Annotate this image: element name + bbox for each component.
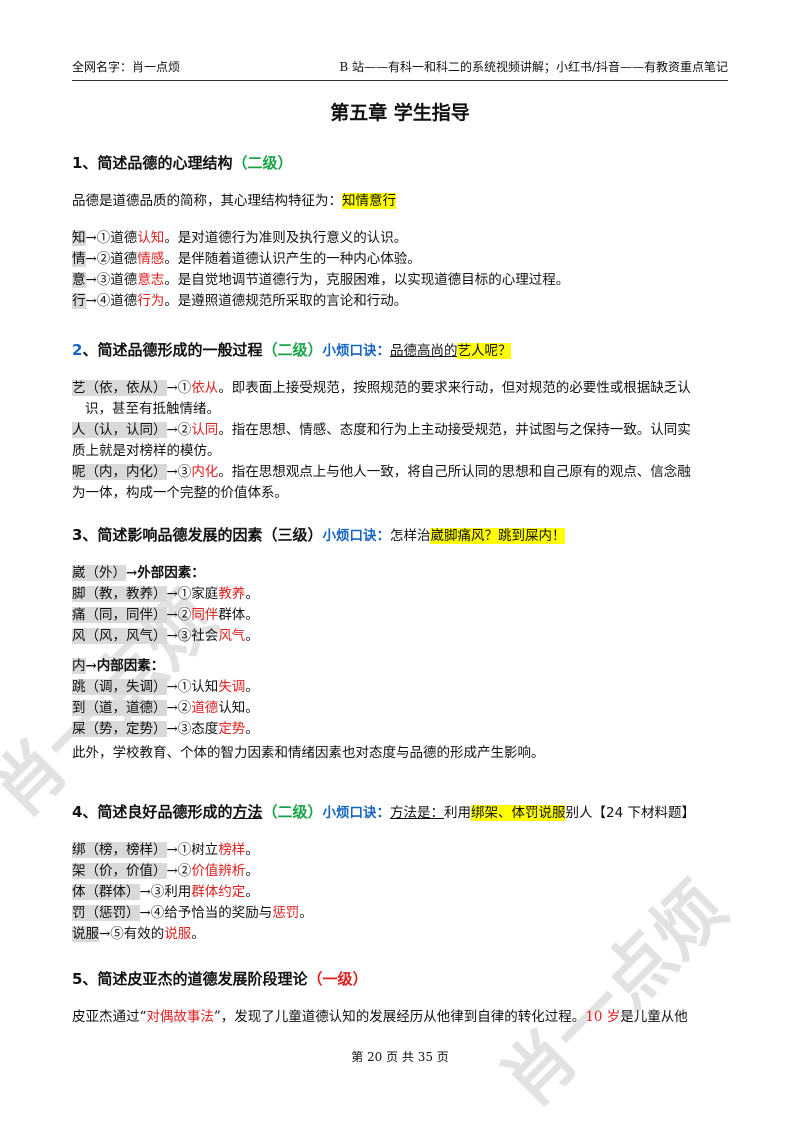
list-item: 痛（同，同伴）→②同伴群体。 bbox=[72, 607, 259, 623]
page-header: 全网名字：肖一点烦 B 站——有科一和科二的系统视频讲解；小红书/抖音——有教资… bbox=[72, 58, 728, 81]
header-left: 全网名字：肖一点烦 bbox=[72, 60, 181, 74]
section-5-text: 皮亚杰通过“对偶故事法”，发现了儿童道德认知的发展经历从他律到自律的转化过程。1… bbox=[72, 1009, 688, 1025]
header-right: B 站——有科一和科二的系统视频讲解；小红书/抖音——有教资重点笔记 bbox=[339, 60, 728, 74]
section-5-heading: 5、简述皮亚杰的道德发展阶段理论（一级） bbox=[72, 970, 368, 988]
list-item-cont: 质上就是对榜样的模仿。 bbox=[72, 443, 221, 459]
list-item: 呢（内，内化）→③内化。指在思想观点上与他人一致，将自己所认同的思想和自己原有的… bbox=[72, 464, 691, 480]
list-item: 绑（榜，榜样）→①树立榜样。 bbox=[72, 842, 259, 858]
list-item: 罚（惩罚）→④给予恰当的奖励与惩罚。 bbox=[72, 905, 313, 921]
list-item: 行→④道德行为。是遵照道德规范所采取的言论和行动。 bbox=[72, 293, 408, 309]
section-3-note: 此外，学校教育、个体的智力因素和情绪因素也对态度与品德的形成产生影响。 bbox=[72, 745, 545, 761]
list-item-cont: 识，甚至有抵触情绪。 bbox=[85, 401, 220, 417]
list-item: 知→①道德认知。是对道德行为准则及执行意义的认识。 bbox=[72, 230, 408, 246]
section-1-heading: 1、简述品德的心理结构（二级） bbox=[72, 154, 293, 172]
section-3-heading: 3、简述影响品德发展的因素（三级）小烦口诀：怎样治崴脚痛风？跳到屎内！ bbox=[72, 526, 566, 544]
list-item: 风（风，风气）→③社会风气。 bbox=[72, 628, 259, 644]
list-item: 崴（外）→外部因素： bbox=[72, 565, 205, 581]
list-item: 体（群体）→③利用群体约定。 bbox=[72, 884, 259, 900]
section-2-heading: 2、简述品德形成的一般过程（二级）小烦口诀：品德高尚的艺人呢？ bbox=[72, 341, 512, 359]
section-1-list: 知→①道德认知。是对道德行为准则及执行意义的认识。 情→②道德情感。是伴随着道德… bbox=[72, 228, 732, 312]
list-item: 架（价，价值）→②价值辨析。 bbox=[72, 863, 259, 879]
list-item: 屎（势，定势）→③态度定势。 bbox=[72, 721, 259, 737]
list-item: 人（认，认同）→②认同。指在思想、情感、态度和行为上主动接受规范，并试图与之保持… bbox=[72, 422, 691, 438]
list-item: 情→②道德情感。是伴随着道德认识产生的一种内心体验。 bbox=[72, 251, 421, 267]
section-3-internal: 内→内部因素： 跳（调，失调）→①认知失调。 到（道，道德）→②道德认知。 屎（… bbox=[72, 656, 732, 740]
list-item: 内→内部因素： bbox=[72, 658, 165, 674]
list-item: 脚（教，教养）→①家庭教养。 bbox=[72, 586, 259, 602]
list-item: 到（道，道德）→②道德认知。 bbox=[72, 700, 259, 716]
chapter-title: 第五章 学生指导 bbox=[330, 102, 470, 124]
list-item: 跳（调，失调）→①认知失调。 bbox=[72, 679, 259, 695]
section-1-intro: 品德是道德品质的简称，其心理结构特征为：知情意行 bbox=[72, 193, 396, 209]
section-4-list: 绑（榜，榜样）→①树立榜样。 架（价，价值）→②价值辨析。 体（群体）→③利用群… bbox=[72, 840, 732, 945]
list-item: 艺（依，依从）→①依从。即表面上接受规范，按照规范的要求来行动，但对规范的必要性… bbox=[72, 380, 691, 396]
list-item: 说服→⑤有效的说服。 bbox=[72, 926, 205, 942]
section-4-heading: 4、简述良好品德形成的方法（二级）小烦口诀：方法是：利用绑架、体罚说服别人【24… bbox=[72, 803, 695, 821]
list-item: 意→③道德意志。是自觉地调节道德行为，克服困难，以实现道德目标的心理过程。 bbox=[72, 272, 570, 288]
section-3-external: 崴（外）→外部因素： 脚（教，教养）→①家庭教养。 痛（同，同伴）→②同伴群体。… bbox=[72, 563, 732, 647]
list-item-cont: 为一体，构成一个完整的价值体系。 bbox=[72, 485, 288, 501]
level-badge: （二级） bbox=[232, 154, 293, 172]
section-2-list: 艺（依，依从）→①依从。即表面上接受规范，按照规范的要求来行动，但对规范的必要性… bbox=[72, 378, 732, 504]
page-footer: 第 20 页 共 35 页 bbox=[351, 1050, 449, 1064]
